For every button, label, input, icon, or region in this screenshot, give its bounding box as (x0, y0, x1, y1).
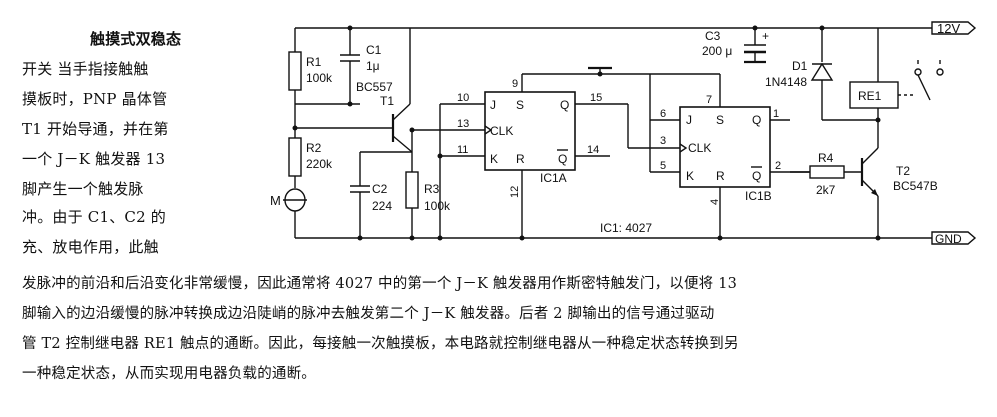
node-t2-gnd (875, 235, 881, 241)
r2-label: R2 (306, 141, 322, 155)
relay-blade (917, 74, 931, 101)
left-line-6: 冲。由于 C1、C2 的 (22, 208, 166, 226)
ic1a-pin-clk-num: 13 (457, 118, 469, 130)
ic1b-clk-triangle (679, 143, 688, 153)
label-12v: 12V (937, 21, 960, 36)
r1-value: 100k (306, 71, 333, 85)
t2-collector (861, 147, 879, 165)
ic1a-pin-q-num: 15 (590, 92, 602, 104)
label-gnd: GND (935, 232, 962, 246)
relay-contact-b (936, 68, 944, 76)
ic1a-pin-s-num: 9 (512, 78, 518, 90)
r3-label: R3 (424, 182, 440, 196)
ic1b-pin-q-num: 1 (773, 108, 779, 120)
ic1b-j: J (686, 113, 692, 127)
ic1b-pin-k-num: 5 (660, 160, 666, 172)
ic1a-j: J (490, 98, 496, 112)
r3-resistor (405, 171, 419, 209)
node-jk-gnd (437, 235, 443, 241)
t1-label: T1 (380, 94, 394, 108)
r4-label: R4 (818, 151, 834, 165)
t1-emitter (392, 103, 411, 121)
t2-emitter-arrow (871, 189, 878, 196)
ic1a-pin-r-num: 12 (509, 186, 521, 198)
ic1a-k: K (490, 152, 498, 166)
terminal-12v (931, 21, 977, 35)
node-c1-top (347, 25, 353, 31)
re1-label: RE1 (858, 89, 882, 103)
d1-type: 1N4148 (765, 75, 807, 89)
ic1b-pin-j-num: 6 (660, 108, 666, 120)
r4-resistor (809, 165, 845, 179)
t2-type: BC547B (893, 179, 938, 193)
node-r3-gnd (409, 235, 415, 241)
left-line-7: 充、放电作用，此触 (22, 238, 159, 256)
ic1a-clk: CLK (490, 124, 513, 138)
r1-resistor (288, 51, 302, 91)
ic1b-r: R (716, 169, 725, 183)
c2-value: 224 (372, 199, 392, 213)
r3-value: 100k (424, 199, 451, 213)
left-line-4: 一个 J－K 触发器 13 (22, 150, 166, 168)
terminal-gnd (931, 231, 977, 245)
ic1b-pin-qbar-num: 2 (775, 160, 781, 172)
left-line-3: T1 开始导通，并在第 (22, 120, 169, 138)
d1-diode (810, 62, 834, 81)
re1-relay[interactable] (849, 81, 899, 109)
ic1b-s: S (716, 113, 724, 127)
c2-label: C2 (372, 182, 388, 196)
relay-contact-a (914, 68, 922, 76)
ic1b-pin-s-num: 7 (706, 94, 712, 106)
left-line-2: 摸板时，PNP 晶体管 (22, 90, 168, 108)
r2-value: 220k (306, 157, 333, 171)
ic1a-name: IC1A (540, 171, 567, 185)
ic1b-name: IC1B (745, 189, 772, 203)
c3-value: 200 μ (702, 44, 732, 58)
bottom-line-3: 管 T2 控制继电器 RE1 触点的通断。因此，每接触一次触摸板，本电路就控制继… (22, 336, 739, 352)
ic1a-clk-triangle (484, 125, 493, 135)
r2-resistor (288, 137, 302, 177)
node-c3-top (752, 25, 758, 31)
ic1b-k: K (686, 169, 694, 183)
article-title: 触摸式双稳态 (90, 30, 182, 48)
node-t1-col (409, 127, 415, 133)
node-ic1b-r (717, 235, 723, 241)
bottom-line-1: 发脉冲的前沿和后沿变化非常缓慢，因此通常将 4027 中的第一个 J－K 触发器… (22, 276, 738, 292)
t1-collector (392, 135, 413, 153)
node-c2-gnd (357, 235, 363, 241)
r1-label: R1 (306, 55, 322, 69)
ic1b-box (679, 106, 771, 188)
t1-type: BC557 (356, 80, 393, 94)
r4-value: 2k7 (816, 183, 836, 197)
ic1a-r: R (516, 152, 525, 166)
t2-label: T2 (896, 164, 910, 178)
c3-label: C3 (705, 29, 721, 43)
ic1b-qbar: Q (752, 169, 761, 183)
c1-label: C1 (366, 43, 382, 57)
ic1b-q: Q (752, 113, 761, 127)
ic1a-pin-qbar-num: 14 (587, 144, 599, 156)
node-ic1a-r (519, 235, 525, 241)
ic-label: IC1: 4027 (600, 221, 652, 235)
bottom-line-2: 脚输入的边沿缓慢的脉冲转换成边沿陡峭的脉冲去触发第二个 J－K 触发器。后者 2… (22, 306, 715, 322)
m-label: M (270, 193, 281, 208)
node-d1-top (819, 25, 825, 31)
left-line-5: 脚产生一个触发脉 (22, 180, 144, 198)
ic1a-pin-k-num: 11 (457, 144, 468, 156)
d1-label: D1 (792, 59, 808, 73)
c3-plus: + (762, 29, 769, 43)
ic1b-pin-clk-num: 3 (660, 135, 666, 147)
ic1a-qbar: Q (558, 152, 567, 166)
ic1a-q: Q (560, 98, 569, 112)
c1-value: 1μ (366, 59, 380, 73)
ic1a-pin-j-num: 10 (457, 92, 469, 104)
ic1b-pin-r-num: 4 (709, 199, 721, 205)
node-ic1a-k (437, 153, 443, 159)
bottom-line-4: 一种稳定状态，从而实现用电器负载的通断。 (22, 366, 316, 382)
left-line-1: 开关 当手指接触触 (22, 60, 149, 78)
ic1b-clk: CLK (688, 141, 711, 155)
ic1a-s: S (516, 98, 524, 112)
ic1a-box (484, 91, 576, 171)
